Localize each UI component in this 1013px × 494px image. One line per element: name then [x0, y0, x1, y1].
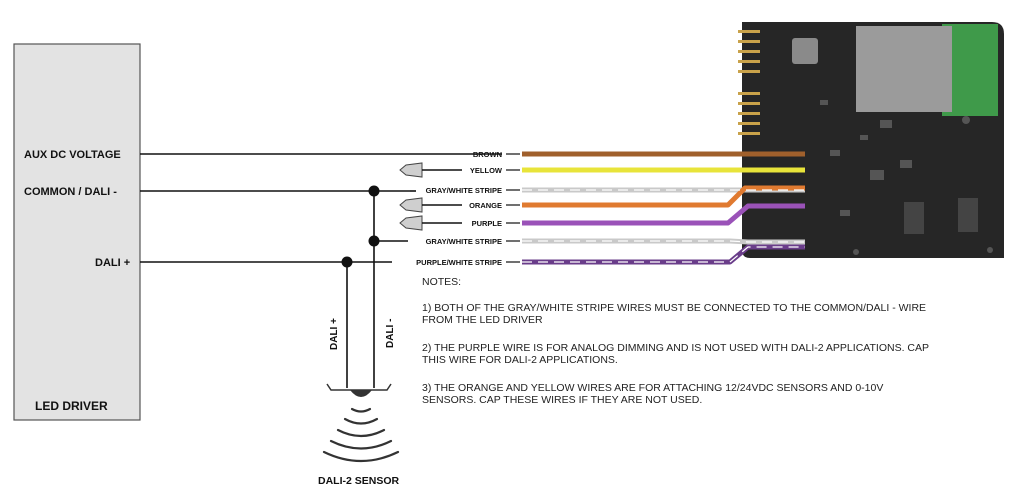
wire-label-yellow: YELLOW: [470, 166, 503, 175]
orange-wire-cap-icon: [399, 197, 462, 213]
terminal-aux-dc-voltage: AUX DC VOLTAGE: [24, 149, 121, 161]
note-item-2: 2) THE PURPLE WIRE IS FOR ANALOG DIMMING…: [422, 341, 930, 367]
sensor-icon: [322, 383, 400, 462]
sensor-title: DALI-2 SENSOR: [318, 475, 400, 487]
edge-connector-contacts: [738, 30, 760, 135]
note-item-3: 3) THE ORANGE AND YELLOW WIRES ARE FOR A…: [422, 381, 884, 407]
wire-purple: [522, 203, 805, 226]
terminal-common-dali-minus: COMMON / DALI -: [24, 186, 117, 198]
terminal-dali-plus: DALI +: [95, 257, 130, 269]
purple-wire-cap-icon: [399, 215, 462, 231]
wire-ribbons: [522, 151, 805, 265]
note-item-1: 1) BOTH OF THE GRAY/WHITE STRIPE WIRES M…: [422, 301, 927, 327]
led-driver-box: [13, 43, 141, 421]
junction-dot: [368, 235, 380, 247]
wire-label-gray-white-2: GRAY/WHITE STRIPE: [426, 237, 502, 246]
module-component: [856, 26, 952, 112]
sensor-lead-minus-label: DALI -: [385, 319, 396, 348]
junction-dot: [368, 185, 380, 197]
sensor-module-pcb: [738, 22, 1004, 258]
sensor-lead-plus-label: DALI +: [329, 318, 340, 350]
wire-label-purple-white: PURPLE/WHITE STRIPE: [416, 258, 502, 267]
yellow-wire-cap-icon: [399, 162, 462, 178]
wire-label-brown: BROWN: [473, 150, 502, 159]
led-driver-title: LED DRIVER: [35, 399, 108, 413]
notes-panel: NOTES: 1) BOTH OF THE GRAY/WHITE STRIPE …: [422, 276, 997, 422]
wire-orange: [522, 185, 805, 208]
junction-dot: [341, 256, 353, 268]
notes-heading: NOTES:: [422, 276, 462, 288]
wire-label-purple: PURPLE: [472, 219, 502, 228]
wire-label-orange: ORANGE: [469, 201, 502, 210]
wire-label-gray-white-1: GRAY/WHITE STRIPE: [426, 186, 502, 195]
